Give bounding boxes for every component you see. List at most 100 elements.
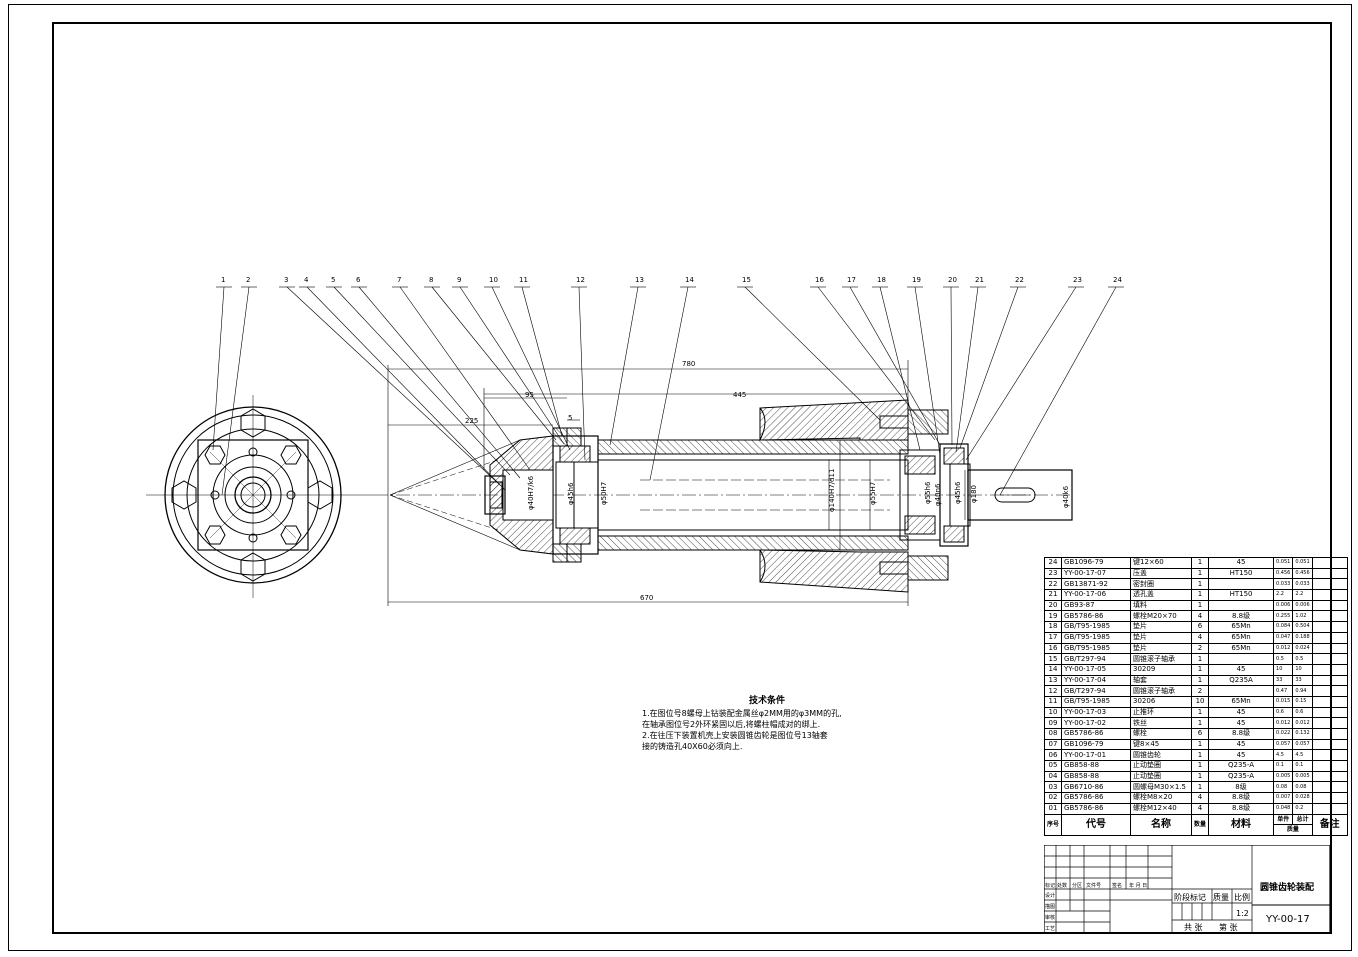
dim-dia-40k6-left: φ40H7/k6 (527, 475, 535, 510)
bom-cell-name: 圆螺母M30×1.5 (1130, 781, 1193, 794)
dim-overall-bottom: 670 (640, 594, 653, 602)
notes-title: 技术条件 (748, 696, 785, 706)
balloon-5: 5 (331, 276, 335, 284)
dimension-lines (387, 360, 966, 606)
tb-scale-value: 1:2 (1236, 909, 1249, 918)
bom-cell-no: 10 (1043, 706, 1063, 719)
balloon-15: 15 (742, 276, 751, 284)
bom-cell-rem (1311, 642, 1348, 655)
bom-cell-code: GB858-88 (1061, 770, 1132, 783)
dim-dia-40k6: φ40k6 (1062, 485, 1070, 508)
bom-cell-qty: 1 (1191, 760, 1210, 772)
bom-cell-no: 09 (1043, 717, 1063, 729)
bom-cell-w2: 0.2 (1292, 802, 1313, 815)
leader-line (959, 286, 1019, 449)
bom-cell-w1: 2.2 (1273, 589, 1294, 601)
bom-cell-w2: 0.057 (1292, 738, 1313, 751)
bom-cell-name: 垫片 (1130, 642, 1193, 655)
bom-cell-material: 8.8级 (1208, 802, 1275, 815)
bom-cell-w2: 0.504 (1292, 621, 1313, 633)
balloon-1: 1 (221, 276, 225, 284)
bom-cell-w1: 0.08 (1273, 781, 1294, 794)
bom-cell-no: 17 (1043, 631, 1063, 644)
bom-cell-code: GB/T95-1985 (1061, 631, 1132, 644)
dim-dia-140: φ140H7/d11 (828, 469, 836, 512)
outer-border (8, 4, 1352, 951)
bom-cell-material: 45 (1208, 717, 1275, 729)
bom-cell-code: GB/T95-1985 (1061, 642, 1132, 655)
bom-cell-no: 12 (1043, 685, 1063, 697)
bom-cell-no: 15 (1043, 653, 1063, 665)
leader-line (358, 286, 521, 479)
bom-cell-name: 填料 (1130, 599, 1193, 612)
balloon-12: 12 (576, 276, 585, 284)
bom-header-remark: 备注 (1311, 813, 1348, 836)
tb-drawing-number: YY-00-17 (1265, 914, 1310, 925)
balloon-10: 10 (489, 276, 498, 284)
end-view (146, 395, 374, 598)
bom-cell-no: 20 (1043, 599, 1063, 612)
balloon-20: 20 (948, 276, 957, 284)
bom-cell-w1: 0.255 (1273, 610, 1294, 623)
bom-cell-w2: 33 (1292, 674, 1313, 687)
note-line: 2.在往压下装置机壳上安装圆锥齿轮是图位号13轴套 (642, 731, 828, 740)
bom-cell-name: 止推环 (1130, 706, 1193, 719)
note-line: 在轴承图位号2外环紧固以后,将螺柱帽成对的绑上. (642, 720, 821, 729)
balloon-17: 17 (847, 276, 856, 284)
bom-cell-name: 螺栓M12×40 (1130, 802, 1193, 815)
note-line: 1.在图位号8螺母上钻装配金属丝φ2MM用的φ3MM的孔, (642, 709, 842, 718)
leader-line (459, 286, 565, 445)
balloon-16: 16 (815, 276, 824, 284)
bom-cell-qty: 1 (1191, 717, 1210, 729)
bom-cell-w1: 0.047 (1273, 631, 1294, 644)
bom-header-name: 名称 (1130, 813, 1193, 836)
bom-cell-no: 16 (1043, 642, 1063, 655)
bom-cell-code: YY-00-17-03 (1061, 706, 1132, 719)
bom-cell-no: 08 (1043, 728, 1063, 740)
bom-cell-rem (1311, 610, 1348, 623)
bom-cell-w2: 0.456 (1292, 567, 1313, 580)
leader-line (950, 286, 953, 446)
bom-cell-qty: 4 (1191, 610, 1210, 623)
bom-cell-qty: 1 (1191, 770, 1210, 783)
bom-cell-code: GB5786-86 (1061, 802, 1132, 815)
dim-95: 95 (525, 391, 534, 399)
bom-header-unit-weight: 单件 (1277, 816, 1290, 823)
leader-line (286, 286, 501, 486)
bom-cell-no: 04 (1043, 770, 1063, 783)
leader-line (399, 286, 531, 471)
bom-cell-qty: 1 (1191, 749, 1210, 762)
bom-cell-qty: 10 (1191, 695, 1210, 708)
balloon-24: 24 (1113, 276, 1122, 284)
bom-cell-material: 65Mn (1208, 621, 1275, 633)
bom-cell-w2: 0.028 (1292, 792, 1313, 804)
tb-scale-label: 比例 (1234, 892, 1250, 902)
bom-cell-code: GB858-88 (1061, 760, 1132, 772)
bom-cell-qty: 1 (1191, 663, 1210, 676)
bom-cell-qty: 1 (1191, 589, 1210, 601)
tb-draw: 描图 (1045, 903, 1055, 910)
balloon-21: 21 (975, 276, 984, 284)
bom-cell-material: 65Mn (1208, 695, 1275, 708)
bom-cell-name: 透孔盖 (1130, 589, 1193, 601)
bom-cell-no: 05 (1043, 760, 1063, 772)
bom-cell-rem (1311, 738, 1348, 751)
bom-cell-rem (1311, 674, 1348, 687)
bom-cell-w1: 0.012 (1273, 717, 1294, 729)
balloon-7: 7 (397, 276, 401, 284)
bom-cell-material: Q235-A (1208, 770, 1275, 783)
bom-cell-material: 65Mn (1208, 642, 1275, 655)
tb-sheet-no: 第 张 (1219, 922, 1238, 932)
bom-cell-no: 11 (1043, 695, 1063, 708)
bom-cell-name: 圆锥滚子轴承 (1130, 653, 1193, 665)
